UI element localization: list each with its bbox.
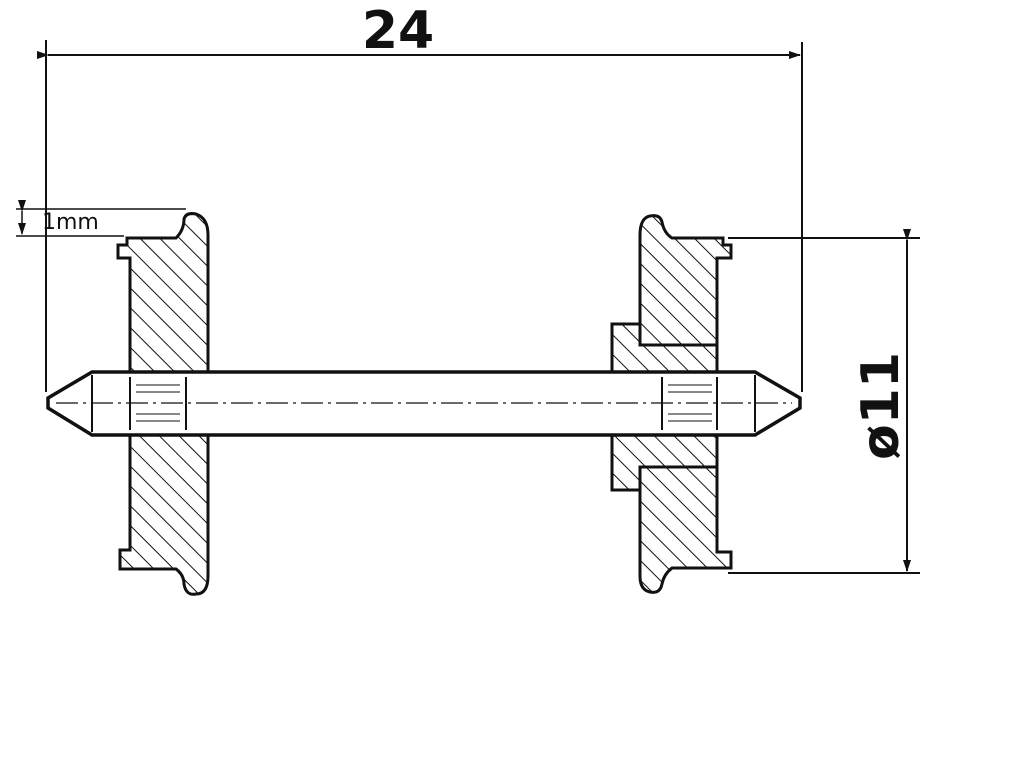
width-label: 24 [362,1,434,61]
overall-width-dimension: 24 [37,1,803,392]
axle [46,370,802,437]
left-wheel-upper-section [116,212,210,374]
right-wheel-upper-section [638,214,733,347]
left-wheel [116,212,210,596]
diameter-dimension: ø11 [728,229,920,574]
diameter-label: ø11 [851,352,911,460]
right-wheel-lower-section [638,465,733,594]
flange-height-dimension: 1mm [16,200,186,237]
left-wheel-lower-section [118,433,210,596]
right-wheel [610,214,733,594]
flange-height-label: 1mm [42,210,99,235]
